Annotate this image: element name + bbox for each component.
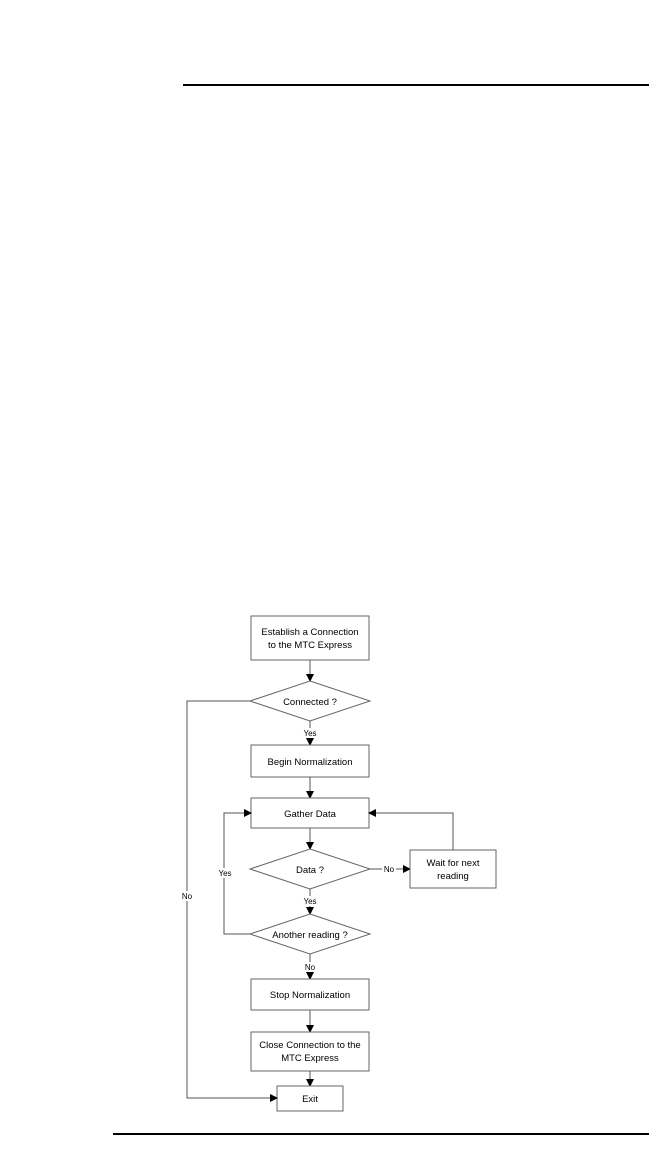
connected-decision: Connected ? [250,681,370,721]
close-connection-box: Close Connection to the MTC Express [251,1032,369,1071]
data-decision: Data ? [250,849,370,889]
wait-line-2: reading [437,871,469,882]
another-label: Another reading ? [272,930,348,941]
data-yes-label: Yes [303,897,316,906]
begin-label: Begin Normalization [267,757,352,768]
connected-no-label: No [182,892,193,901]
close-line-1: Close Connection to the [259,1040,360,1051]
close-line-2: MTC Express [281,1053,339,1064]
exit-box: Exit [277,1086,343,1111]
data-no-label: No [384,865,395,874]
stop-normalization-box: Stop Normalization [251,979,369,1010]
wait-box: Wait for next reading [410,850,496,888]
connected-yes-label: Yes [303,729,316,738]
data-label: Data ? [296,865,324,876]
establish-line-1: Establish a Connection [261,627,358,638]
establish-line-2: to the MTC Express [268,640,352,651]
another-yes-label: Yes [218,869,231,878]
establish-connection-box: Establish a Connection to the MTC Expres… [251,616,369,660]
gather-data-box: Gather Data [251,798,369,828]
connected-label: Connected ? [283,697,337,708]
stop-label: Stop Normalization [270,990,350,1001]
another-no-label: No [305,963,316,972]
begin-normalization-box: Begin Normalization [251,745,369,777]
wait-line-1: Wait for next [427,858,480,869]
another-reading-decision: Another reading ? [250,914,370,954]
edge-wait-gather [369,813,453,850]
gather-label: Gather Data [284,809,336,820]
exit-label: Exit [302,1094,318,1105]
